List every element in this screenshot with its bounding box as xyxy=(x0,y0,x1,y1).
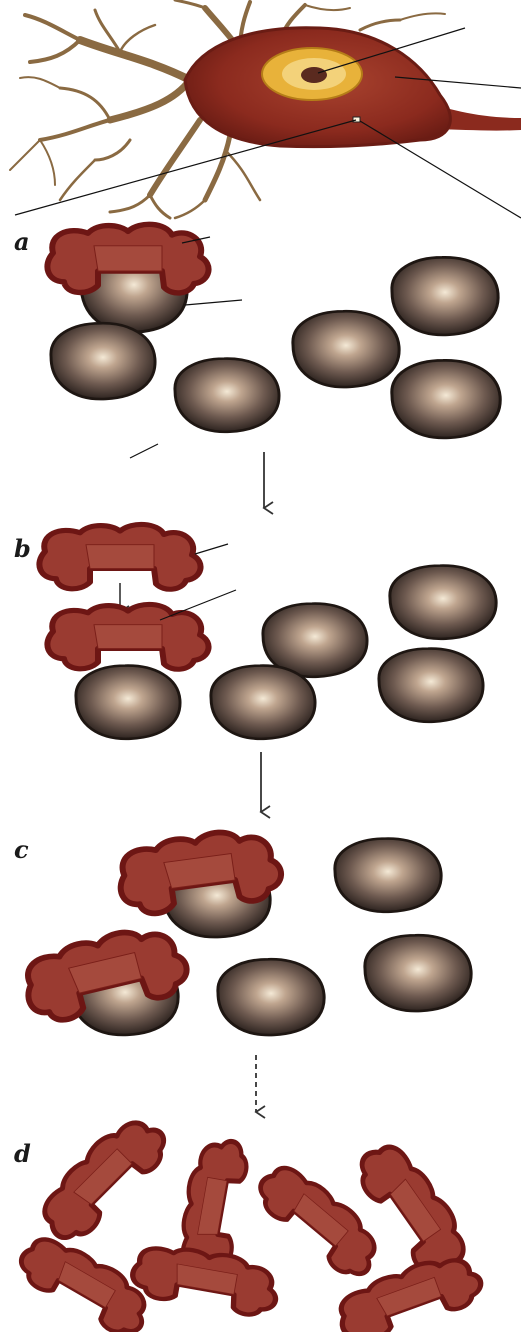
granule xyxy=(335,839,441,912)
panel-b: b xyxy=(14,524,496,738)
neuron-illustration xyxy=(10,0,521,218)
granule xyxy=(379,649,483,722)
protein-aggregate xyxy=(39,524,200,589)
panel-label-d: d xyxy=(14,1139,31,1168)
protein-fragment xyxy=(31,1107,174,1250)
granule xyxy=(392,360,500,438)
granule xyxy=(76,666,180,739)
nucleolus xyxy=(301,67,327,83)
granule-marker xyxy=(353,117,360,122)
panel-label-c: c xyxy=(14,835,29,864)
granule xyxy=(390,566,496,639)
panel-c: c xyxy=(14,825,471,1035)
protein-aggregate xyxy=(47,604,208,669)
granule xyxy=(51,323,155,399)
granule xyxy=(365,935,471,1011)
granule xyxy=(293,311,399,387)
granule xyxy=(392,257,498,335)
panel-label-b: b xyxy=(14,534,31,563)
panel-label-a: a xyxy=(14,227,30,256)
panel-a: a xyxy=(14,224,500,458)
panel-d: d xyxy=(13,1107,487,1332)
granule xyxy=(175,359,279,432)
granule xyxy=(211,666,315,739)
granule xyxy=(218,959,324,1035)
